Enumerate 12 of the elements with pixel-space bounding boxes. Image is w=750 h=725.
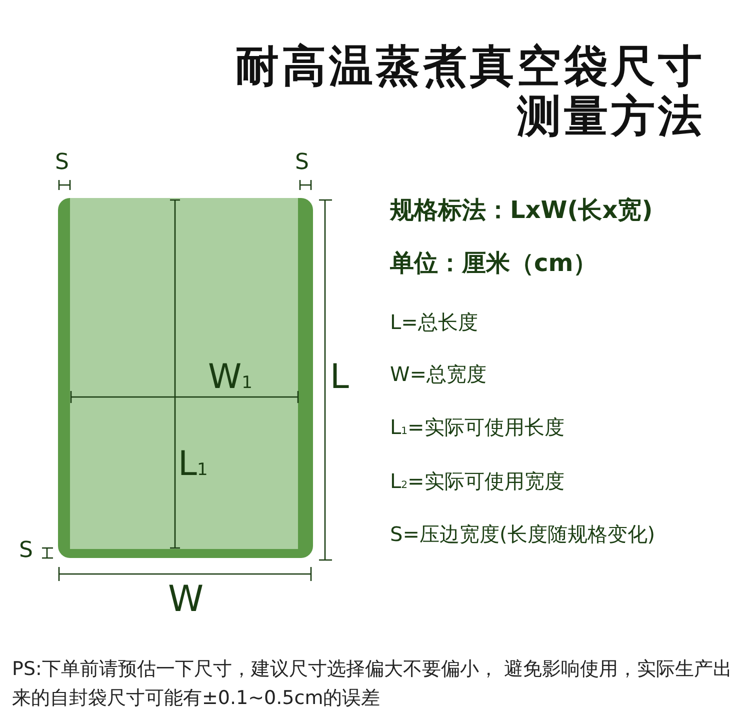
definition-text: L=总长度 — [390, 312, 478, 332]
definition-text: S=压边宽度(长度随规格变化) — [390, 524, 656, 544]
spec-heading: 规格标法：LxW(长x宽) — [390, 198, 653, 222]
dimension-label: L — [330, 360, 349, 394]
dimension-label: S — [295, 152, 309, 174]
note: PS:下单前请预估一下尺寸，建议尺寸选择偏大不要偏小， 避免影响使用，实际生产出来的自封袋尺寸可能有±0.1~0.5cm的误差 — [12, 657, 733, 711]
dimension-label: W — [168, 582, 204, 618]
title: 耐高温蒸煮真空袋尺寸测量方法 — [234, 42, 705, 142]
definition-text: W=总宽度 — [390, 364, 487, 384]
dimension-label: S — [55, 152, 69, 174]
dimension-label: S — [19, 540, 33, 562]
unit-heading: 单位：厘米（cm） — [390, 251, 598, 275]
